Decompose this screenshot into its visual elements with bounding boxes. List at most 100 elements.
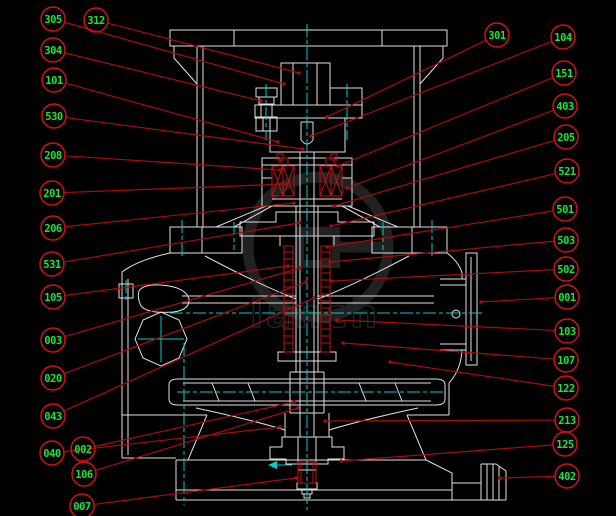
balloon-number-151: 151	[555, 68, 573, 80]
balloon-number-002: 002	[74, 444, 92, 456]
callout-151[interactable]: 151	[336, 60, 577, 168]
callout-205[interactable]: 205	[332, 124, 579, 208]
balloon-circle-104[interactable]	[550, 24, 576, 50]
callout-521[interactable]: 521	[329, 158, 580, 228]
callout-304[interactable]: 304	[40, 37, 263, 103]
leader-line-521	[330, 173, 556, 227]
leader-dot-106	[296, 406, 300, 410]
leader-dot-043	[312, 296, 316, 300]
callout-502[interactable]: 502	[330, 256, 579, 283]
callout-206[interactable]: 206	[40, 201, 296, 241]
callout-531[interactable]: 531	[39, 221, 301, 277]
leader-line-503	[329, 240, 555, 263]
balloon-circle-001[interactable]	[554, 284, 580, 310]
callout-040[interactable]: 040	[39, 425, 282, 466]
balloon-circle-103[interactable]	[554, 318, 580, 344]
balloon-circle-530[interactable]	[41, 103, 67, 129]
balloon-number-531: 531	[43, 259, 61, 271]
callout-402[interactable]: 402	[498, 463, 580, 489]
callout-101[interactable]: 101	[41, 67, 280, 144]
balloon-circle-151[interactable]	[551, 60, 577, 86]
leader-dot-521	[329, 224, 333, 228]
balloon-circle-206[interactable]	[40, 215, 66, 241]
balloon-number-101: 101	[45, 75, 63, 87]
balloon-circle-208[interactable]	[40, 142, 66, 168]
callout-003[interactable]: 003	[40, 266, 302, 353]
balloon-circle-007[interactable]	[69, 493, 95, 516]
balloon-circle-531[interactable]	[39, 251, 65, 277]
balloon-circle-122[interactable]	[553, 375, 579, 401]
balloon-circle-205[interactable]	[553, 124, 579, 150]
callout-530[interactable]: 530	[41, 103, 305, 151]
callout-503[interactable]: 503	[328, 227, 579, 264]
balloon-circle-503[interactable]	[553, 227, 579, 253]
balloon-circle-521[interactable]	[554, 158, 580, 184]
leader-line-201	[63, 183, 288, 194]
balloon-circle-305[interactable]	[40, 6, 66, 32]
callout-501[interactable]: 501	[325, 196, 578, 249]
shaft-end-nut-highlight	[297, 461, 317, 484]
balloon-circle-107[interactable]	[553, 347, 579, 373]
callout-001[interactable]: 001	[479, 284, 580, 310]
callout-020[interactable]: 020	[40, 280, 308, 391]
balloon-circle-403[interactable]	[552, 93, 578, 119]
balloon-circle-501[interactable]	[552, 196, 578, 222]
balloon-number-208: 208	[44, 150, 62, 162]
leader-line-003	[64, 267, 301, 338]
callout-125[interactable]: 125	[339, 431, 578, 463]
callout-403[interactable]: 403	[345, 93, 578, 190]
leader-line-106	[95, 407, 299, 472]
balloon-circle-402[interactable]	[554, 463, 580, 489]
balloon-circle-040[interactable]	[39, 440, 65, 466]
callout-105[interactable]: 105	[40, 264, 290, 310]
balloon-circle-201[interactable]	[39, 180, 65, 206]
balloon-circle-312[interactable]	[83, 7, 109, 33]
suction-port	[134, 311, 188, 367]
leader-line-208	[64, 155, 281, 171]
leader-dot-206	[292, 201, 296, 205]
callout-104[interactable]: 104	[309, 24, 576, 138]
balloon-circle-502[interactable]	[553, 256, 579, 282]
discharge-nozzle	[440, 278, 466, 351]
balloon-circle-020[interactable]	[40, 365, 66, 391]
leader-line-122	[389, 361, 555, 387]
balloon-circle-002[interactable]	[70, 436, 96, 462]
leader-dot-040	[278, 425, 282, 429]
callout-201[interactable]: 201	[39, 180, 289, 206]
leader-dot-208	[278, 168, 282, 172]
callout-213[interactable]: 213	[323, 407, 580, 433]
callout-208[interactable]: 208	[40, 142, 282, 172]
callout-007[interactable]: 007	[69, 476, 298, 516]
balloon-circle-301[interactable]	[484, 22, 510, 48]
callout-312[interactable]: 312	[83, 7, 301, 75]
callout-002[interactable]: 002	[70, 400, 296, 462]
balloon-circle-125[interactable]	[552, 431, 578, 457]
leader-line-502	[331, 269, 555, 282]
balloon-circle-043[interactable]	[40, 403, 66, 429]
balloon-number-521: 521	[558, 166, 576, 178]
callout-106[interactable]: 106	[71, 406, 300, 487]
coupling	[254, 62, 363, 158]
balloon-number-503: 503	[557, 235, 575, 247]
balloon-circle-304[interactable]	[40, 37, 66, 63]
coupling-bolt	[255, 87, 278, 132]
balloon-circle-105[interactable]	[40, 284, 66, 310]
balloon-circle-003[interactable]	[40, 327, 66, 353]
balloon-circle-101[interactable]	[41, 67, 67, 93]
callout-305[interactable]: 305	[40, 6, 286, 86]
callout-103[interactable]: 103	[335, 318, 580, 344]
callout-122[interactable]: 122	[388, 360, 579, 401]
callout-043[interactable]: 043	[40, 296, 316, 429]
leader-dot-103	[335, 318, 339, 322]
callout-301[interactable]: 301	[325, 22, 510, 119]
leader-dot-502	[330, 279, 334, 283]
leader-dot-020	[304, 280, 308, 284]
balloon-circle-106[interactable]	[71, 461, 97, 487]
leader-dot-003	[298, 266, 302, 270]
motor-stand	[169, 29, 448, 227]
balloon-number-043: 043	[44, 411, 62, 423]
callout-107[interactable]: 107	[341, 341, 579, 373]
leader-line-105	[64, 265, 289, 297]
leader-line-020	[64, 281, 307, 375]
bearing-highlight	[271, 153, 343, 197]
